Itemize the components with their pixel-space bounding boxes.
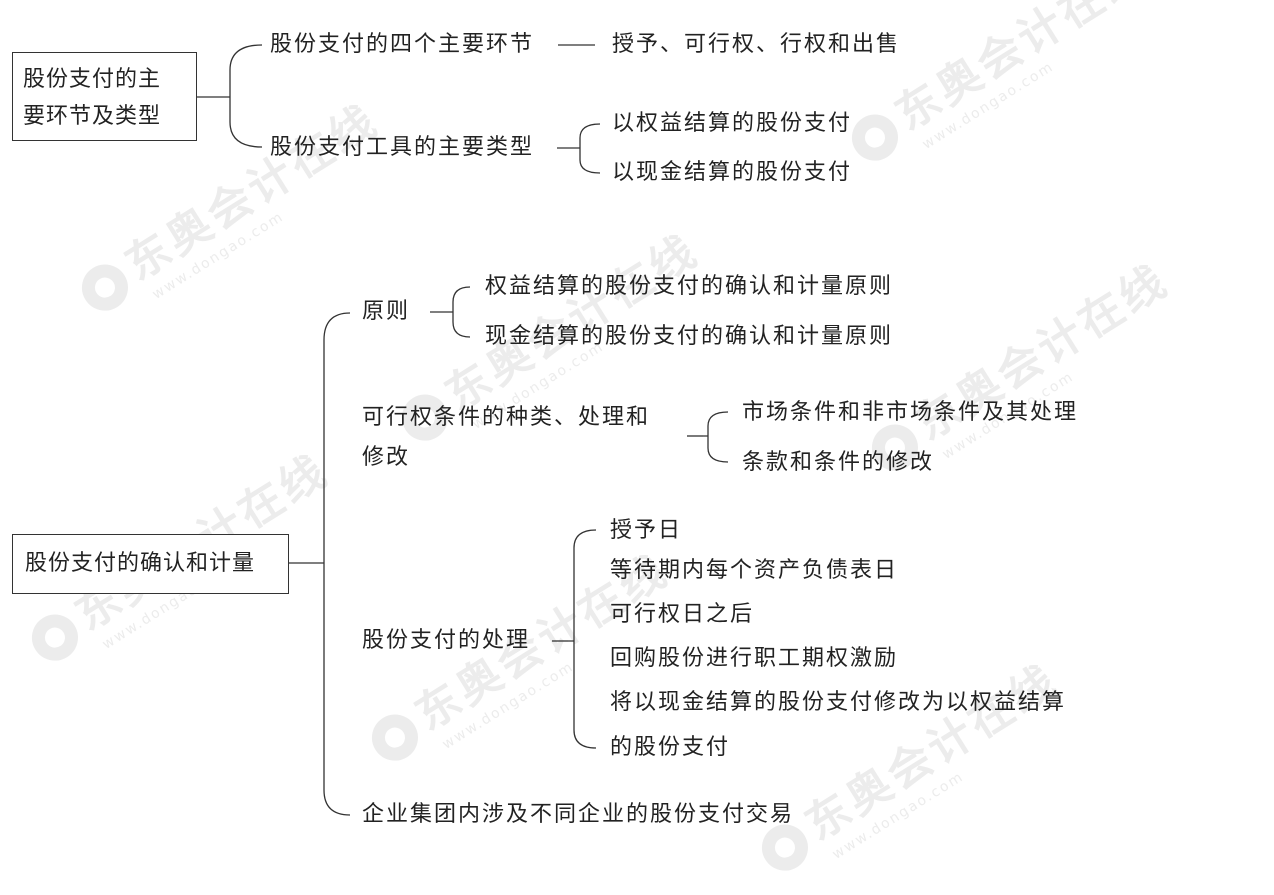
links-detail: 授予、可行权、行权和出售 [612, 32, 901, 57]
processing-grant-date: 授予日 [610, 518, 683, 543]
bracket-types [574, 123, 601, 174]
principle-equity: 权益结算的股份支付的确认和计量原则 [485, 274, 894, 299]
bracket-main [318, 312, 351, 816]
type-equity-settled: 以权益结算的股份支付 [612, 111, 853, 136]
processing-balance-sheet-date: 等待期内每个资产负债表日 [610, 558, 899, 583]
vesting-market-conditions: 市场条件和非市场条件及其处理 [742, 400, 1079, 425]
processing-modify-line-1: 将以现金结算的股份支付修改为以权益结算 [610, 690, 1067, 715]
type-cash-settled: 以现金结算的股份支付 [612, 160, 853, 185]
connector-lines [197, 44, 729, 816]
branch-main-tool-types: 股份支付工具的主要类型 [270, 135, 535, 160]
branch-processing: 股份支付的处理 [362, 628, 531, 653]
root-node-recognition-and-measurement: 股份支付的确认和计量 [12, 534, 289, 594]
branch-vesting-line-1: 可行权条件的种类、处理和 [362, 405, 651, 430]
vesting-modification: 条款和条件的修改 [742, 450, 935, 475]
bracket-processing [568, 529, 597, 749]
branch-principle: 原则 [362, 299, 411, 324]
branch-vesting-line-2: 修改 [362, 445, 411, 470]
bracket-root1 [218, 44, 263, 148]
processing-after-vesting: 可行权日之后 [610, 602, 755, 627]
processing-modify-line-2: 的股份支付 [610, 735, 731, 760]
root1-line-2: 要环节及类型 [23, 104, 162, 129]
root1-line-1: 股份支付的主 [23, 67, 162, 92]
processing-buyback: 回购股份进行职工期权激励 [610, 646, 899, 671]
principle-cash: 现金结算的股份支付的确认和计量原则 [485, 324, 894, 349]
root-node-main-links-and-types: 股份支付的主 要环节及类型 [12, 52, 197, 141]
branch-four-main-links: 股份支付的四个主要环节 [270, 32, 535, 57]
bracket-principle [448, 286, 471, 338]
branch-group-transactions: 企业集团内涉及不同企业的股份支付交易 [362, 802, 795, 827]
bracket-vesting [703, 411, 729, 463]
